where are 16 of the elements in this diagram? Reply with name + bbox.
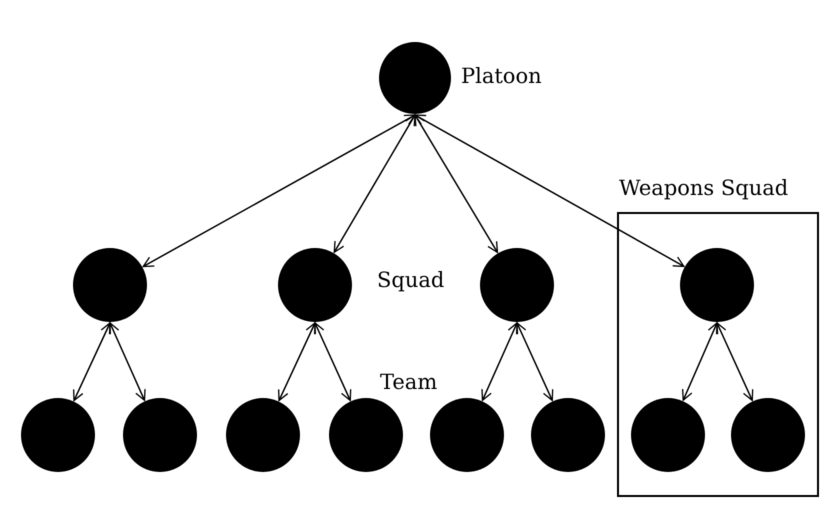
arrow [516, 322, 554, 402]
arrow [108, 322, 146, 401]
node-caption: Platoon [461, 64, 542, 90]
level-label: Squad [377, 268, 444, 294]
arrow [414, 114, 498, 254]
group-title: Weapons Squad [619, 176, 788, 200]
arrow [414, 114, 685, 268]
arrow [314, 322, 352, 402]
arrow [73, 322, 111, 402]
arrow [334, 114, 416, 253]
arrow [142, 114, 416, 268]
arrow [278, 322, 316, 402]
arrow [481, 322, 518, 401]
level-label: Team [380, 370, 438, 396]
arrow [716, 322, 754, 402]
arrow [682, 322, 718, 401]
